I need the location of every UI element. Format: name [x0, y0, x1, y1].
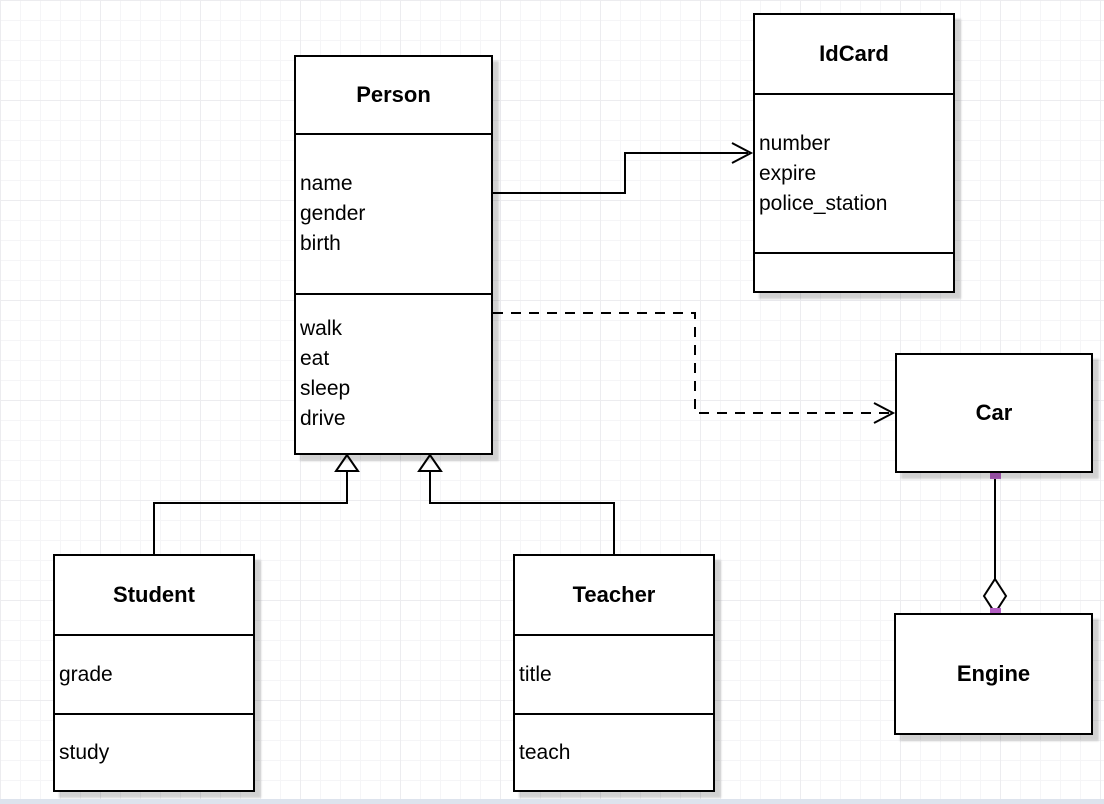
- class-methods: study: [55, 715, 253, 790]
- attribute-row: title: [519, 662, 552, 686]
- class-attributes: number expire police_station: [755, 95, 953, 254]
- hollow-triangle-icon: [334, 453, 360, 472]
- inheritance-teacher-person[interactable]: [417, 453, 615, 554]
- inheritance-student-person[interactable]: [153, 453, 360, 554]
- class-box-car[interactable]: Car: [895, 353, 1093, 473]
- open-arrow-icon: [873, 402, 896, 424]
- class-box-engine[interactable]: Engine: [894, 613, 1093, 735]
- association-person-idcard[interactable]: [493, 142, 754, 194]
- method-row: eat: [300, 347, 330, 370]
- hollow-triangle-icon: [417, 453, 443, 472]
- class-title: Engine: [956, 661, 1031, 686]
- attribute-row: police_station: [759, 191, 888, 215]
- method-row: study: [59, 740, 110, 764]
- class-title: Student: [55, 556, 253, 636]
- attribute-row: name: [300, 172, 353, 195]
- class-box-idcard[interactable]: IdCard number expire police_station: [753, 13, 955, 293]
- attribute-row: gender: [300, 202, 366, 225]
- attribute-row: birth: [300, 232, 341, 255]
- class-title: Person: [296, 57, 491, 135]
- window-bottom-edge: [0, 799, 1104, 804]
- class-title: Teacher: [515, 556, 713, 636]
- method-row: sleep: [300, 377, 351, 400]
- attribute-row: expire: [759, 161, 817, 185]
- dependency-person-car[interactable]: [493, 312, 896, 424]
- class-box-teacher[interactable]: Teacher title teach: [513, 554, 715, 792]
- class-box-student[interactable]: Student grade study: [53, 554, 255, 792]
- class-box-person[interactable]: Person name gender birth walk eat sleep …: [294, 55, 493, 455]
- class-title: Car: [975, 400, 1013, 425]
- attribute-row: grade: [59, 662, 113, 686]
- open-arrow-icon: [731, 142, 754, 164]
- method-row: drive: [300, 407, 346, 430]
- class-attributes: grade: [55, 636, 253, 715]
- class-attributes: title: [515, 636, 713, 715]
- class-methods: teach: [515, 715, 713, 790]
- attribute-row: number: [759, 131, 831, 155]
- method-row: walk: [300, 317, 343, 340]
- method-row: teach: [519, 740, 571, 764]
- class-title: IdCard: [755, 15, 953, 95]
- class-methods-empty: [755, 254, 953, 291]
- class-methods: walk eat sleep drive: [296, 295, 491, 453]
- class-attributes: name gender birth: [296, 135, 491, 295]
- aggregation-car-engine[interactable]: [982, 468, 1008, 619]
